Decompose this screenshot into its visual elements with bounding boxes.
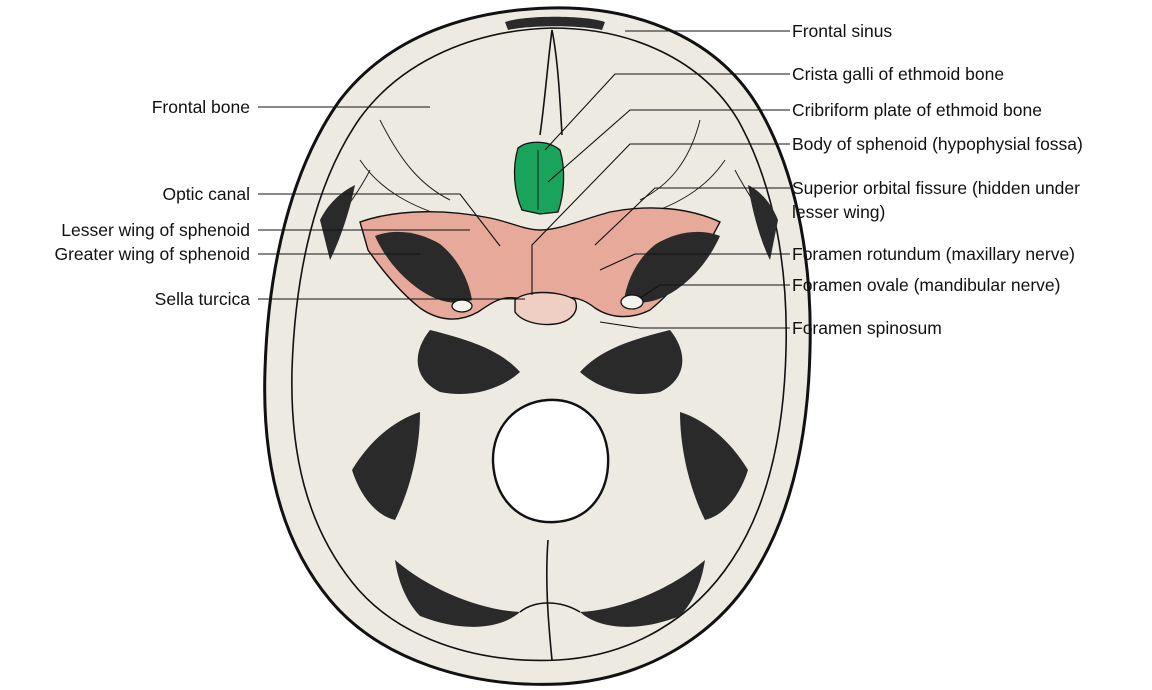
label-sella-turcica: Sella turcica: [155, 289, 251, 309]
label-foramen-ovale: Foramen ovale (mandibular nerve): [792, 275, 1060, 295]
skull-outer-contour: [265, 8, 811, 684]
label-optic-canal: Optic canal: [162, 184, 250, 204]
label-body-of-sphenoid: Body of sphenoid (hypophysial fossa): [792, 134, 1083, 154]
label-greater-wing: Greater wing of sphenoid: [54, 244, 250, 264]
ethmoid-highlight: [515, 142, 564, 214]
label-crista-galli: Crista galli of ethmoid bone: [792, 64, 1004, 84]
label-superior-orbital-fissure-line2: lesser wing): [792, 202, 885, 222]
foramen-ovale-shape: [621, 295, 643, 309]
label-foramen-rotundum: Foramen rotundum (maxillary nerve): [792, 244, 1075, 264]
label-frontal-bone: Frontal bone: [152, 97, 250, 117]
label-cribriform-plate: Cribriform plate of ethmoid bone: [792, 100, 1042, 120]
sella-turcica-shape: [515, 293, 576, 325]
label-foramen-spinosum: Foramen spinosum: [792, 318, 942, 338]
label-frontal-sinus: Frontal sinus: [792, 21, 892, 41]
label-lesser-wing: Lesser wing of sphenoid: [61, 220, 250, 240]
foramen-ovale-left: [452, 300, 472, 312]
foramen-magnum: [493, 400, 608, 522]
label-superior-orbital-fissure-line1: Superior orbital fissure (hidden under: [792, 178, 1080, 198]
